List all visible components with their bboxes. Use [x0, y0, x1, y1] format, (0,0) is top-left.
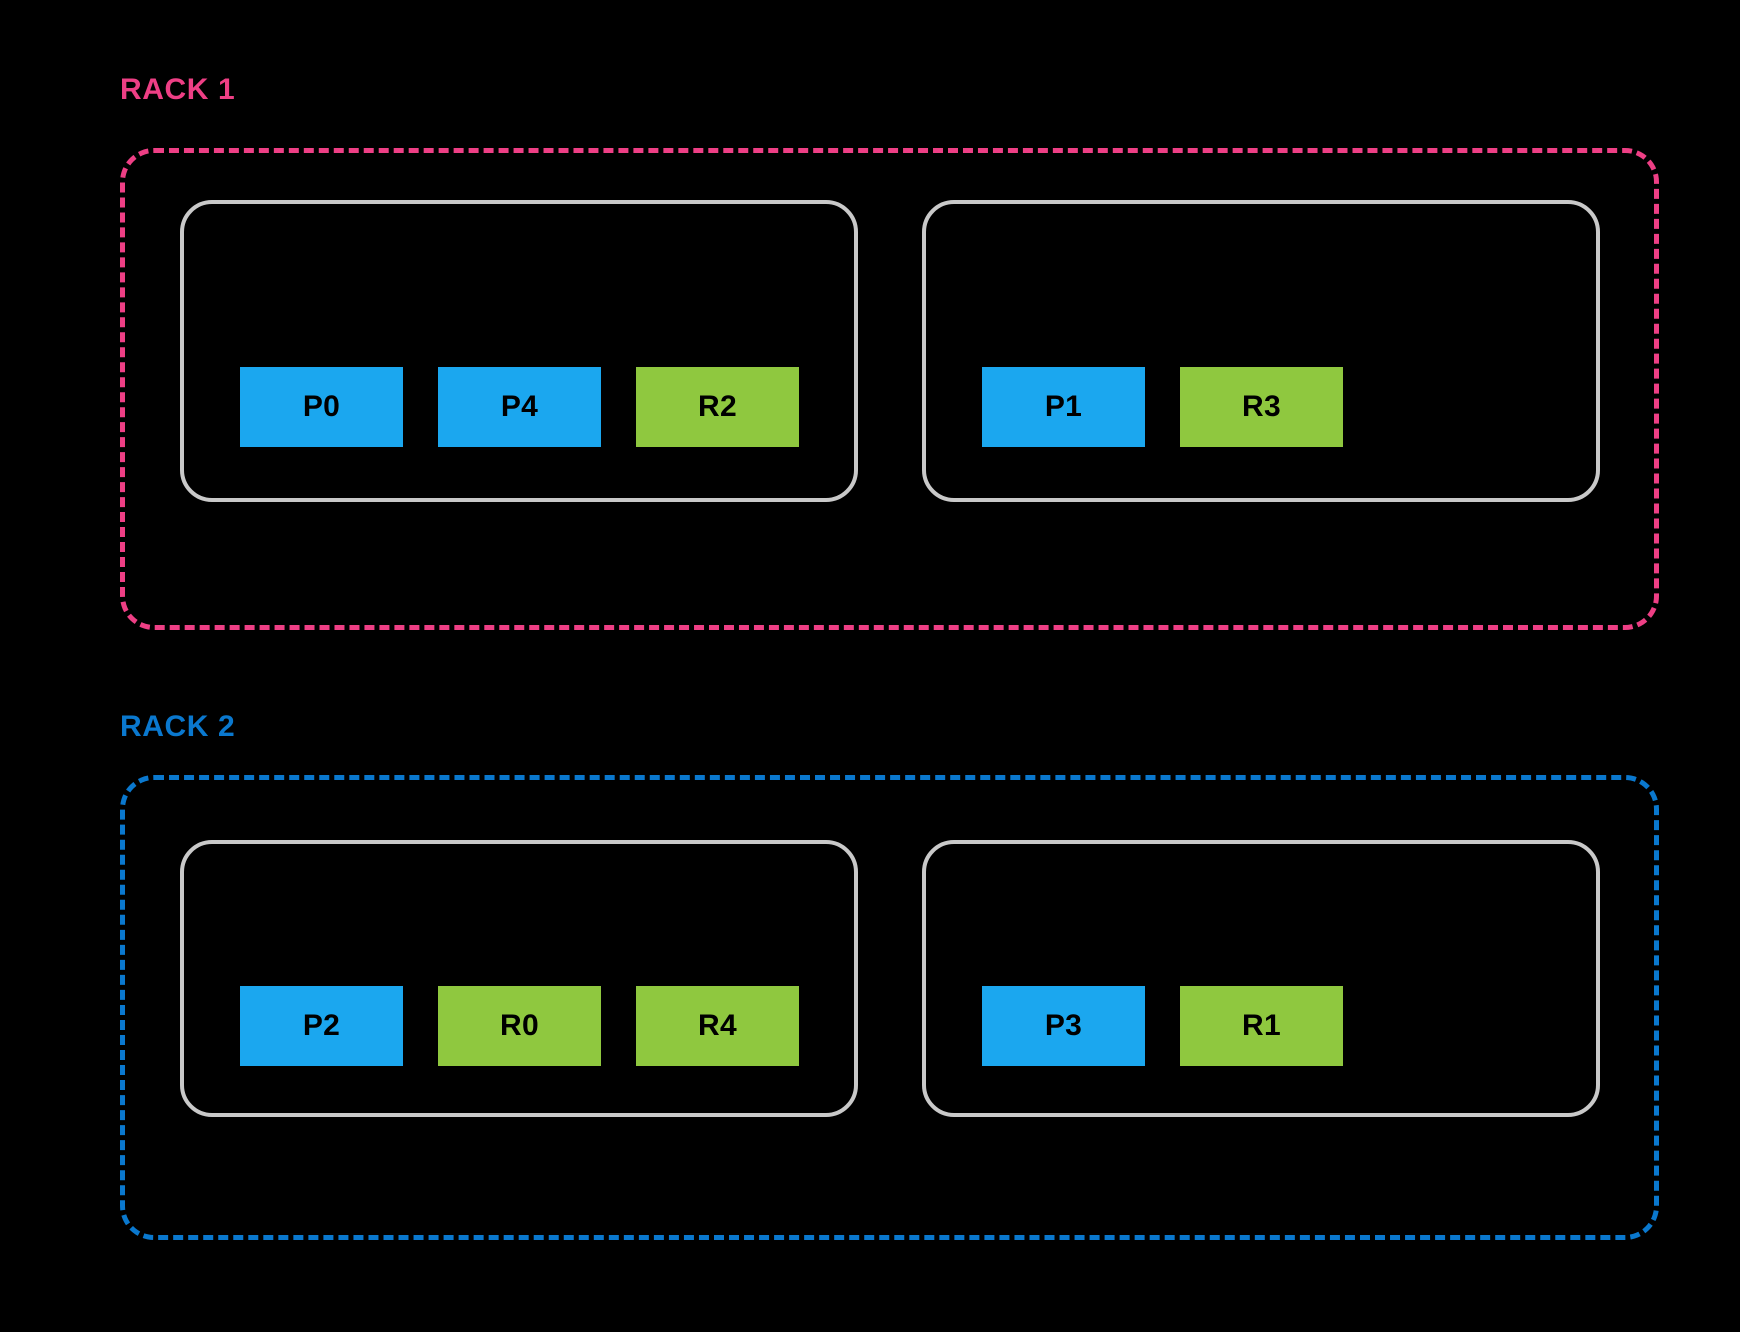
partition-chip[interactable]: P2 [240, 986, 403, 1066]
node-box[interactable]: P2 R0 R4 [180, 840, 858, 1117]
rack-label: RACK 2 [120, 710, 236, 743]
node-box[interactable]: P1 R3 [922, 200, 1600, 502]
node-slot-row: P0 P4 R2 [184, 367, 854, 447]
node-box[interactable]: P3 R1 [922, 840, 1600, 1117]
node-slot-row: P2 R0 R4 [184, 986, 854, 1066]
rack-label: RACK 1 [120, 73, 236, 106]
replica-chip[interactable]: R4 [636, 986, 799, 1066]
replica-chip[interactable]: R2 [636, 367, 799, 447]
replica-chip[interactable]: R0 [438, 986, 601, 1066]
rack-boundary [120, 775, 1659, 1240]
partition-chip[interactable]: P3 [982, 986, 1145, 1066]
replica-chip[interactable]: R3 [1180, 367, 1343, 447]
node-slot-row: P3 R1 [926, 986, 1596, 1066]
node-box[interactable]: P0 P4 R2 [180, 200, 858, 502]
replica-chip[interactable]: R1 [1180, 986, 1343, 1066]
partition-chip[interactable]: P4 [438, 367, 601, 447]
partition-chip[interactable]: P1 [982, 367, 1145, 447]
rack-boundary [120, 148, 1659, 630]
partition-chip[interactable]: P0 [240, 367, 403, 447]
node-slot-row: P1 R3 [926, 367, 1596, 447]
